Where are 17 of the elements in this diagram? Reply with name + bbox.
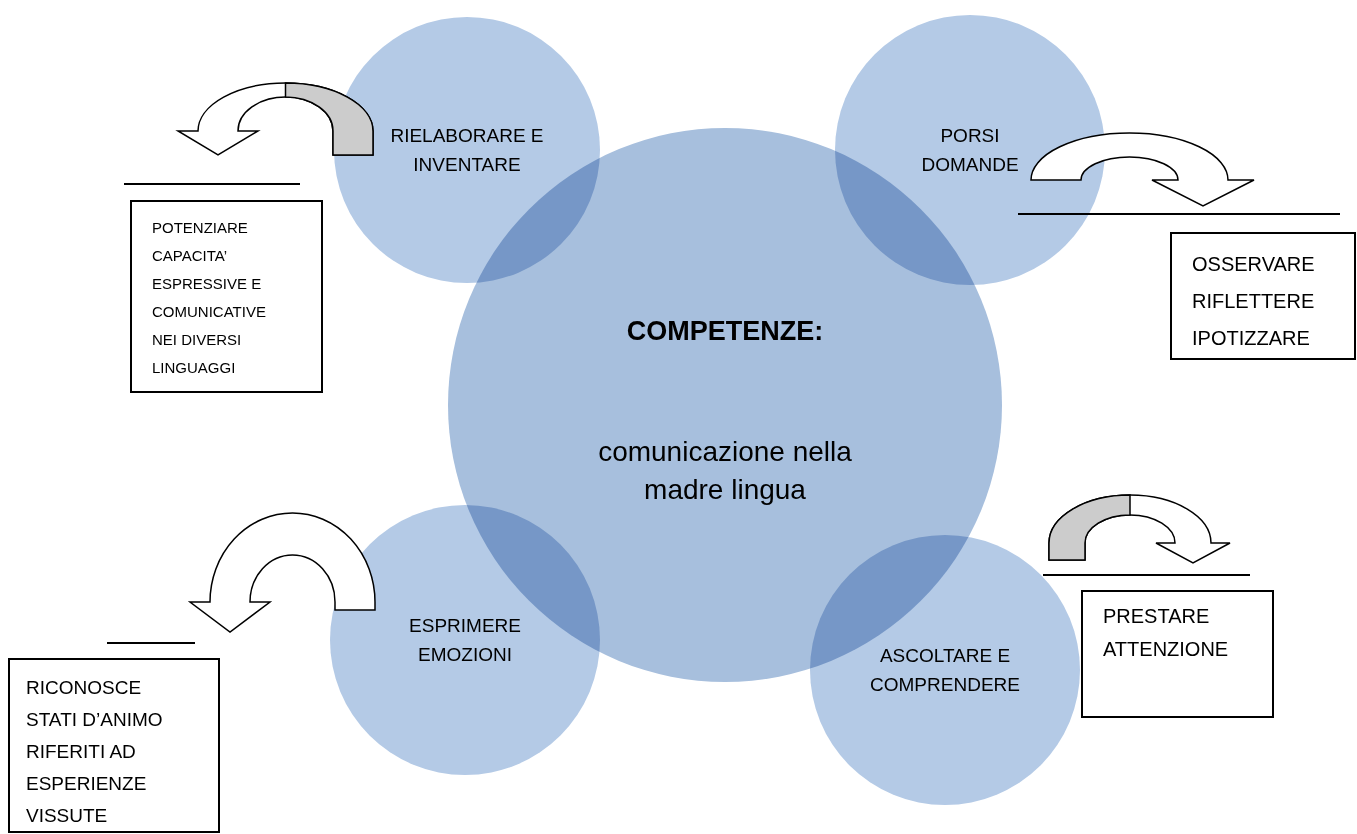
text-box <box>1081 590 1274 718</box>
box-text: PRESTARE ATTENZIONE <box>1102 604 1230 662</box>
curved-arrow <box>189 512 376 633</box>
circle-label: ESPRIMERE EMOZIONI <box>408 614 522 667</box>
box-text: RIFLETTERE <box>1191 289 1315 314</box>
text-box <box>8 658 220 833</box>
text-box <box>130 200 323 393</box>
box-text: IPOTIZZARE <box>1191 326 1310 351</box>
circle-label: PORSI DOMANDE <box>920 124 1020 177</box>
circle-label: RIELABORARE E INVENTARE <box>389 124 545 177</box>
circle-text: comunicazione nella madre lingua <box>597 435 853 508</box>
box-text: OSSERVARE <box>1191 252 1315 277</box>
circle-label: ASCOLTARE E COMPRENDERE <box>869 644 1021 697</box>
circle-heading: COMPETENZE: <box>626 314 824 348</box>
box-text: POTENZIARE CAPACITA’ ESPRESSIVE E COMUNICATIVE NEI DIVERSI LINGUAGGI <box>151 218 267 378</box>
text-box <box>1170 232 1356 360</box>
box-text: RICONOSCE STATI D’ANIMO RIFERITI AD ESPERIENZE VISSUTE <box>25 676 164 828</box>
